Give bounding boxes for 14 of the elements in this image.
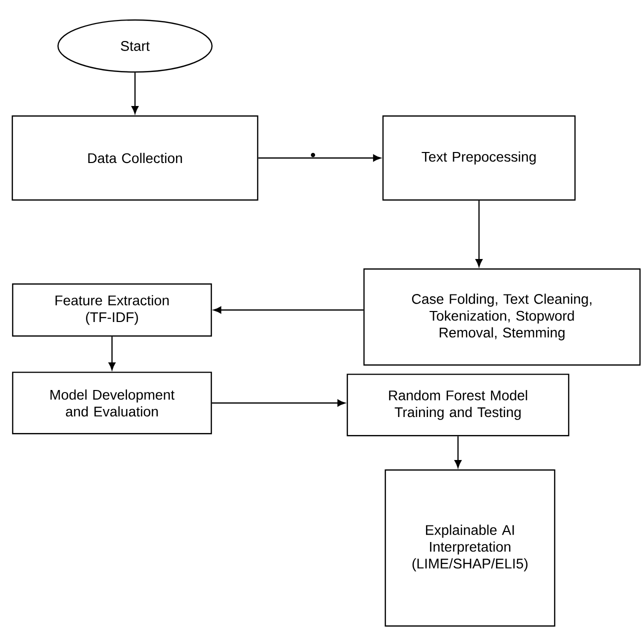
- process-box: Case Folding, Text Cleaning, Tokenization, Stopword Removal, Stemming: [363, 268, 641, 366]
- process-box: Model Development and Evaluation: [12, 372, 212, 434]
- process-box: Explainable AI Interpretation (LIME/SHAP/ELI5): [384, 469, 556, 627]
- arrow: [132, 72, 138, 114]
- arrow: [258, 154, 381, 162]
- arrow: [212, 400, 346, 406]
- arrow: [454, 436, 462, 468]
- process-box: Random Forest Model Training and Testing: [346, 374, 570, 436]
- arrow: [476, 200, 482, 267]
- arrow: [108, 336, 116, 370]
- arrow: [214, 306, 364, 314]
- process-box: Text Prepocessing: [382, 115, 576, 201]
- process-box: Feature Extraction (TF-IDF): [12, 283, 212, 337]
- process-box: Data Collection: [12, 115, 258, 201]
